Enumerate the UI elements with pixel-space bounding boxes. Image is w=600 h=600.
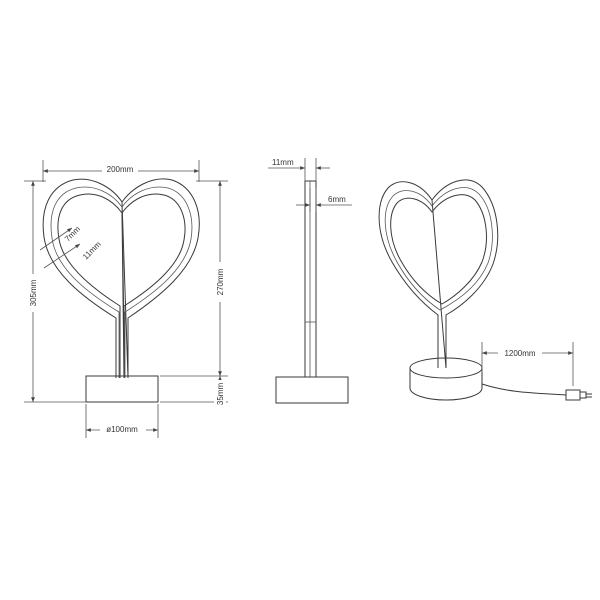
perspective-heart-inner [390,194,487,305]
front-dimensions: 200mm 305mm 270mm 35mm ø100mm 7mm 11mm [24,160,228,438]
perspective-heart-middle [384,187,493,311]
front-heart-inner [57,193,186,379]
side-base [275,376,349,404]
front-heart-outer [42,178,200,379]
side-depth-label: 11mm [272,158,294,167]
power-plug [565,389,581,401]
side-tube-label: 6mm [328,195,346,204]
front-view [42,178,200,403]
perspective-base [409,368,483,401]
front-heart-middle [50,186,193,379]
perspective-view [378,179,592,401]
perspective-heart-outer [378,179,499,369]
cable-dimension: 1200mm [481,342,574,386]
frame-height-label: 270mm [216,268,225,295]
side-view [275,180,349,404]
base-diameter-label: ø100mm [106,425,138,434]
side-dimensions: 11mm 6mm [268,158,352,212]
tube-outer-label: 7mm [63,224,82,243]
width-label: 200mm [107,165,134,174]
base-height-label: 35mm [216,383,225,406]
tube-inner-label: 11mm [81,240,103,262]
power-cable [481,383,567,396]
cable-length-label: 1200mm [504,349,535,358]
side-frame [304,180,317,378]
front-base [85,375,159,403]
total-height-label: 305mm [29,279,38,306]
